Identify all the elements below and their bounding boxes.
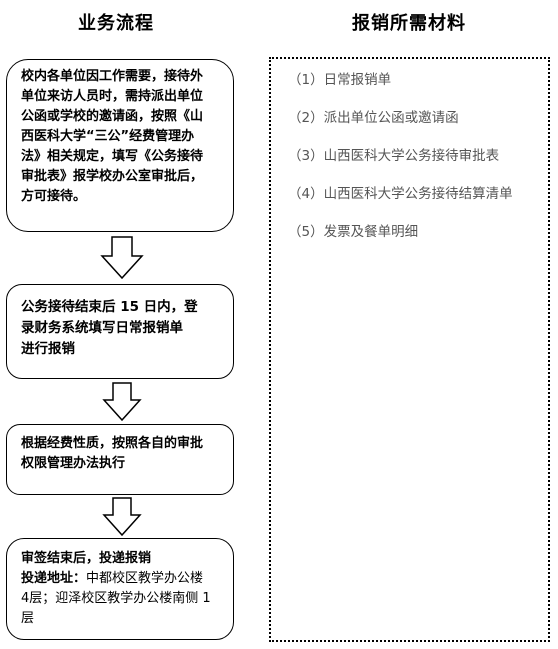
step-2-line: 录财务系统填写日常报销单	[21, 320, 183, 336]
step-2-box: 公务接待结束后 15 日内，登 录财务系统填写日常报销单 进行报销	[6, 284, 234, 379]
step-3-line: 权限管理办法执行	[21, 456, 126, 471]
process-heading: 业务流程	[78, 13, 154, 34]
step-1-line: 法》相关规定，填写《公务接待	[21, 149, 204, 164]
step-1-line: 单位来访人员时，需持派出单位	[21, 89, 204, 104]
down-arrow-icon	[102, 382, 142, 422]
material-item-1: （1）日常报销单	[288, 72, 392, 88]
down-arrow-icon	[100, 236, 144, 280]
address-text: 层	[21, 611, 35, 626]
step-1-line: 校内各单位因工作需要，接待外	[21, 69, 204, 84]
material-item-4: （4）山西医科大学公务接待结算清单	[288, 186, 513, 202]
step-1-line: 公函或学校的邀请函，按照《山	[21, 109, 204, 124]
step-2-line: 进行报销	[21, 341, 75, 357]
materials-box	[269, 57, 550, 642]
step-3-line: 根据经费性质，按照各自的审批	[21, 436, 204, 451]
address-text: 中都校区教学办公楼	[86, 571, 204, 586]
materials-heading: 报销所需材料	[352, 13, 466, 34]
step-1-line: 审批表》报学校办公室审批后，	[21, 169, 204, 184]
material-item-3: （3）山西医科大学公务接待审批表	[288, 148, 500, 164]
material-item-5: （5）发票及餐单明细	[288, 224, 419, 240]
address-label: 投递地址：	[21, 571, 87, 586]
address-text: 4层；迎泽校区教学办公楼南侧 1	[21, 591, 211, 606]
step-4-box: 审签结束后，投递报销 投递地址：中都校区教学办公楼 4层；迎泽校区教学办公楼南侧…	[6, 538, 234, 640]
material-item-2: （2）派出单位公函或邀请函	[288, 110, 459, 126]
step-3-box: 根据经费性质，按照各自的审批 权限管理办法执行	[6, 424, 234, 495]
step-2-line: 公务接待结束后 15 日内，登	[21, 299, 198, 315]
step-4-line: 审签结束后，投递报销	[21, 551, 152, 566]
step-4-address: 投递地址：中都校区教学办公楼	[21, 569, 225, 589]
step-1-box: 校内各单位因工作需要，接待外 单位来访人员时，需持派出单位 公函或学校的邀请函，…	[6, 59, 234, 232]
down-arrow-icon	[102, 497, 142, 537]
step-1-line: 方可接待。	[21, 189, 87, 204]
step-1-line: 西医科大学“三公”经费管理办	[21, 129, 195, 144]
